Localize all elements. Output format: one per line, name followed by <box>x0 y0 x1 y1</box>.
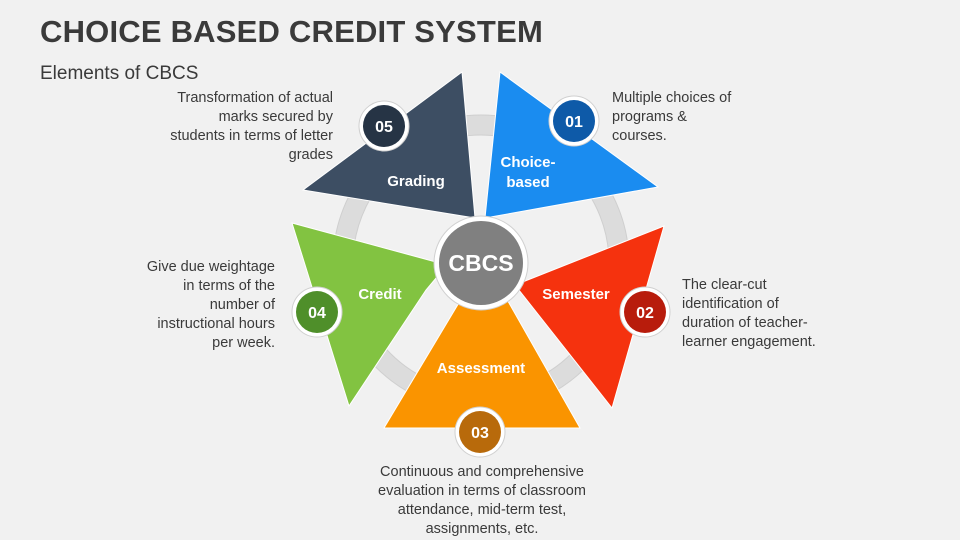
number-badge-fill <box>459 411 501 453</box>
description-line: in terms of the <box>183 278 275 294</box>
description-line: identification of <box>682 296 779 312</box>
number-label: 03 <box>471 425 489 442</box>
description-line: students in terms of letter <box>170 128 333 144</box>
segment-label: Assessment <box>437 360 525 377</box>
number-label: 01 <box>565 114 583 131</box>
description-line: Transformation of actual <box>177 90 333 106</box>
number-badge-fill <box>624 291 666 333</box>
segment-02: Semester <box>514 225 665 410</box>
number-badge-fill <box>296 291 338 333</box>
description-line: learner engagement. <box>682 334 816 350</box>
center-label: CBCS <box>448 250 513 276</box>
segment-04: Credit <box>291 222 448 408</box>
description-line: evaluation in terms of classroom <box>378 483 586 499</box>
description-04: Give due weightage in terms of the number … <box>80 258 275 353</box>
number-badge-05: 05 <box>358 100 410 152</box>
center-hub-fill <box>439 221 523 305</box>
number-badge-02: 02 <box>619 286 671 338</box>
number-label: 04 <box>308 305 326 322</box>
description-03: Continuous and comprehensive evaluation i… <box>352 463 612 539</box>
description-line: attendance, mid-term test, <box>397 502 567 518</box>
segment-label: Semester <box>542 286 610 303</box>
segment-label: Choice- <box>500 154 555 171</box>
description-line: number of <box>209 297 275 313</box>
number-badge-fill <box>553 100 595 142</box>
number-label: 02 <box>636 305 654 322</box>
description-line: Multiple choices of <box>612 90 732 106</box>
number-badge-03: 03 <box>454 406 506 458</box>
page-title: CHOICE BASED CREDIT SYSTEM <box>40 14 543 49</box>
description-line: Continuous and comprehensive <box>380 464 584 480</box>
number-label: 05 <box>375 119 393 136</box>
center-hub: CBCS <box>433 215 529 311</box>
description-line: The clear-cut <box>682 277 767 293</box>
segment-triangle <box>291 222 448 408</box>
description-05: Transformation of actual marks secured by… <box>110 89 333 165</box>
number-badge-fill <box>363 105 405 147</box>
description-line: courses. <box>612 128 667 144</box>
segment-label: Grading <box>387 173 445 190</box>
description-line: instructional hours <box>157 316 275 332</box>
description-line: duration of teacher- <box>682 315 808 331</box>
page-subtitle: Elements of CBCS <box>40 63 199 84</box>
description-01: Multiple choices of programs & courses. <box>612 89 772 146</box>
description-line: marks secured by <box>218 109 333 125</box>
number-badge-01: 01 <box>548 95 600 147</box>
description-line: assignments, etc. <box>425 521 539 537</box>
description-line: Give due weightage <box>146 259 275 275</box>
segment-label: based <box>506 174 549 191</box>
segment-label: Credit <box>358 286 401 303</box>
description-02: The clear-cut identification of duration o… <box>682 276 882 352</box>
segment-03: Assessment <box>383 295 581 429</box>
description-line: grades <box>288 147 333 163</box>
description-line: programs & <box>612 109 687 125</box>
number-badge-04: 04 <box>291 286 343 338</box>
description-line: per week. <box>212 335 275 351</box>
